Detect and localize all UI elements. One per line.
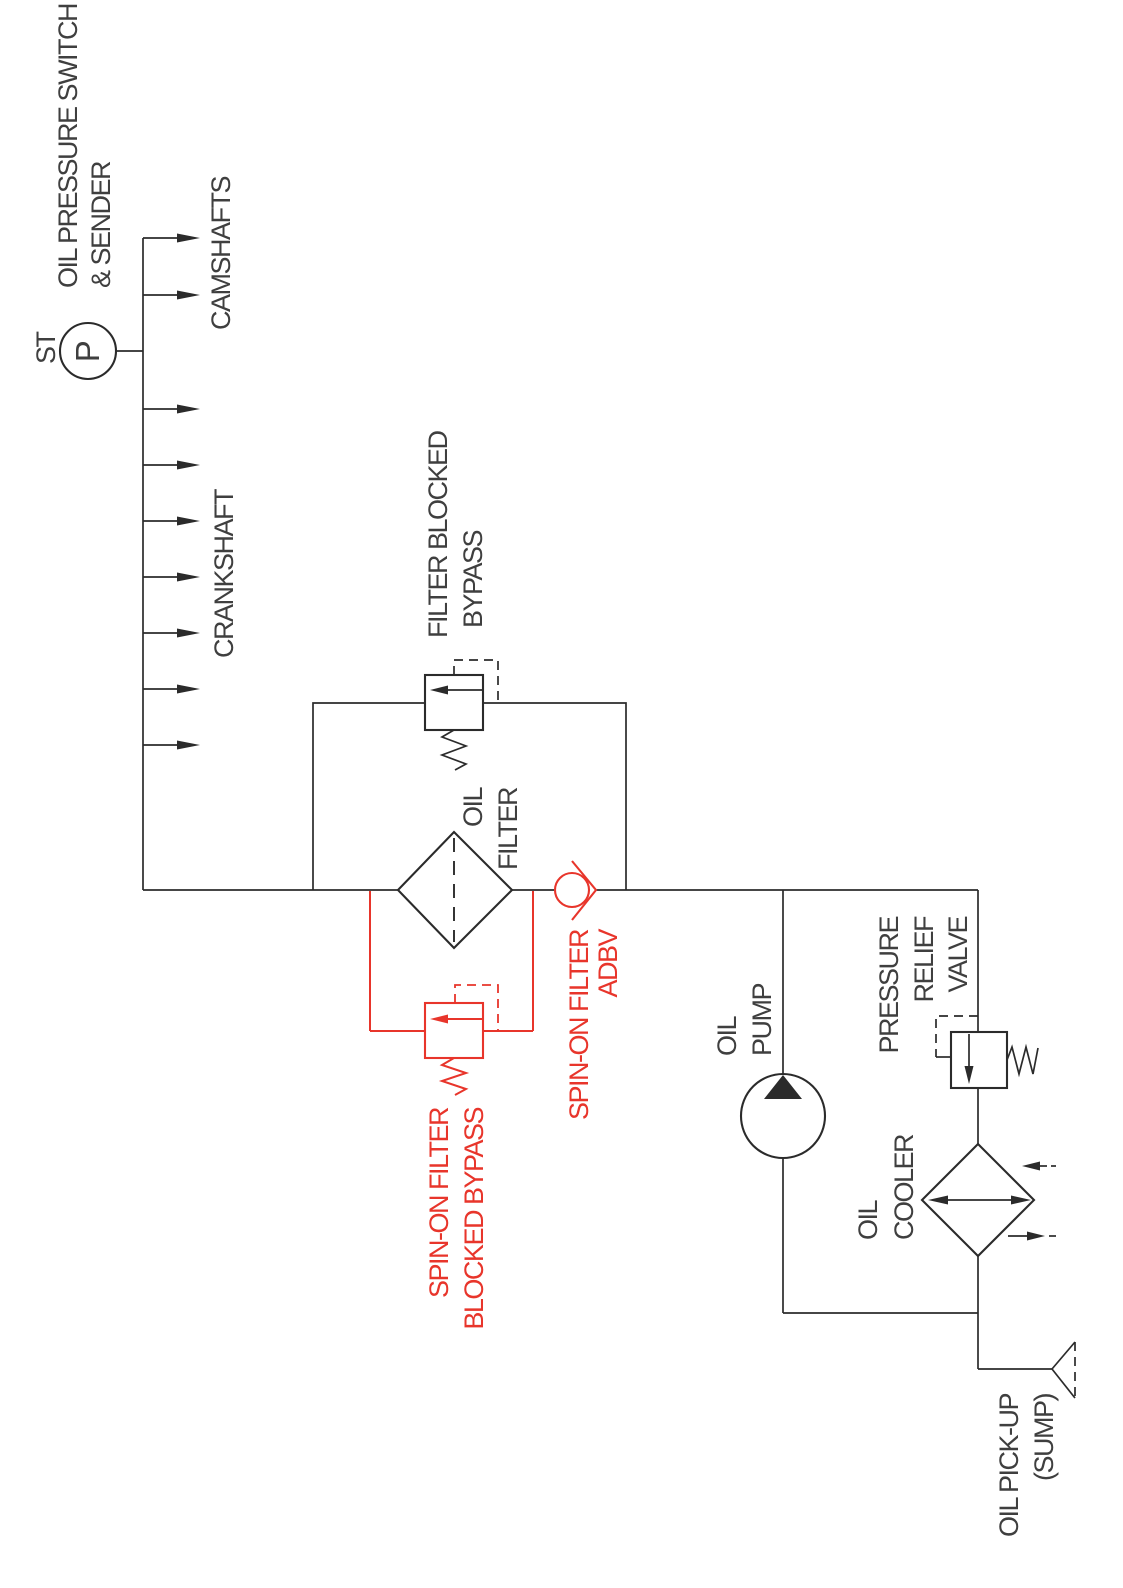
spin-on-bypass-label-line1: SPIN-ON FILTER: [424, 1107, 454, 1298]
crankshaft-label: CRANKSHAFT: [209, 489, 239, 658]
oil-filter-symbol: OIL FILTER: [396, 787, 523, 950]
relief-valve-label-line3: VALVE: [943, 917, 973, 993]
pressure-relief-valve: PRESSURE RELIEF VALVE: [874, 890, 1039, 1144]
check-valve-ball-icon: [553, 871, 591, 909]
pump-flow-triangle-icon: [764, 1075, 802, 1099]
oil-pump-symbol: OIL PUMP: [712, 890, 827, 1313]
camshaft-flow-arrow: [143, 290, 200, 300]
oil-pickup-symbol: OIL PICK-UP (SUMP): [783, 1256, 1076, 1538]
pickup-label-line2: (SUMP): [1029, 1394, 1059, 1481]
adbv-label-line1: SPIN-ON FILTER: [564, 929, 594, 1120]
cooler-arrow-right-icon: [1011, 1195, 1031, 1205]
relief-spring-icon: [1006, 1043, 1039, 1078]
title-label: OIL PRESSURE SWITCH & SENDER: [53, 4, 116, 288]
relief-pilot-line: [935, 1015, 978, 1057]
crankshaft-flow-arrow: [143, 740, 200, 750]
gauge-letter: P: [69, 341, 106, 362]
filter-blocked-bypass-valve: FILTER BLOCKED BYPASS: [312, 430, 627, 890]
sensor-tag-label: ST: [31, 331, 61, 364]
check-valve-seat-icon: [571, 860, 598, 921]
title-line1: OIL PRESSURE SWITCH: [53, 4, 83, 288]
crankshaft-flow-arrow: [143, 404, 200, 414]
bypass-valve-body: [423, 673, 485, 732]
red-pilot-line: [454, 984, 499, 1030]
oil-cooler-symbol: OIL COOLER: [853, 1134, 1056, 1258]
oil-pump-label-line1: OIL: [712, 1015, 742, 1056]
spin-on-filter-bypass-valve: SPIN-ON FILTER BLOCKED BYPASS: [369, 891, 534, 1330]
red-bypass-valve-arrow-icon: [430, 1014, 448, 1024]
camshafts-label: CAMSHAFTS: [206, 177, 236, 331]
cooler-arrow-left-icon: [928, 1195, 948, 1205]
crankshaft-flow-arrow: [143, 628, 200, 638]
red-bypass-valve-body: [423, 1001, 485, 1060]
distribution-manifold: CAMSHAFTS CRANKSHAFT: [142, 177, 239, 890]
oil-filter-label-line1: OIL: [458, 787, 488, 828]
relief-valve-body: [949, 1030, 1009, 1090]
bypass-valve-arrow-icon: [430, 685, 448, 695]
relief-valve-label-line2: RELIEF: [909, 916, 939, 1003]
red-spring-icon: [438, 1057, 470, 1096]
coolant-in-arrow: [1022, 1161, 1056, 1171]
oil-filter-label-line2: FILTER: [493, 787, 523, 870]
crankshaft-flow-arrow: [143, 516, 200, 526]
title-line2: & SENDER: [86, 161, 116, 288]
oil-pump-label-line2: PUMP: [747, 984, 777, 1056]
adbv-label-line2: ADBV: [593, 929, 623, 998]
crankshaft-flow-arrow: [143, 684, 200, 694]
adbv-check-valve: SPIN-ON FILTER ADBV: [553, 860, 623, 1120]
pickup-label-line1: OIL PICK-UP: [994, 1394, 1024, 1538]
pressure-gauge-symbol: P ST: [31, 321, 143, 381]
spin-on-bypass-label-line2: BLOCKED BYPASS: [459, 1108, 489, 1330]
camshaft-flow-arrow: [143, 233, 200, 243]
spring-icon: [439, 729, 469, 771]
filter-diamond-icon: [396, 830, 514, 950]
crankshaft-flow-arrow: [143, 572, 200, 582]
oil-cooler-label-line1: OIL: [853, 1199, 883, 1240]
crankshaft-flow-arrow: [143, 460, 200, 470]
filter-bypass-label-line2: BYPASS: [458, 530, 488, 628]
coolant-out-arrow: [1008, 1231, 1056, 1241]
oil-cooler-label-line2: COOLER: [889, 1134, 919, 1240]
relief-valve-label-line1: PRESSURE: [874, 917, 904, 1054]
filter-bypass-label-line1: FILTER BLOCKED: [423, 430, 453, 638]
pilot-line: [453, 659, 499, 702]
pump-circle-icon: [739, 1072, 827, 1160]
relief-valve-arrow-icon: [964, 1066, 974, 1084]
